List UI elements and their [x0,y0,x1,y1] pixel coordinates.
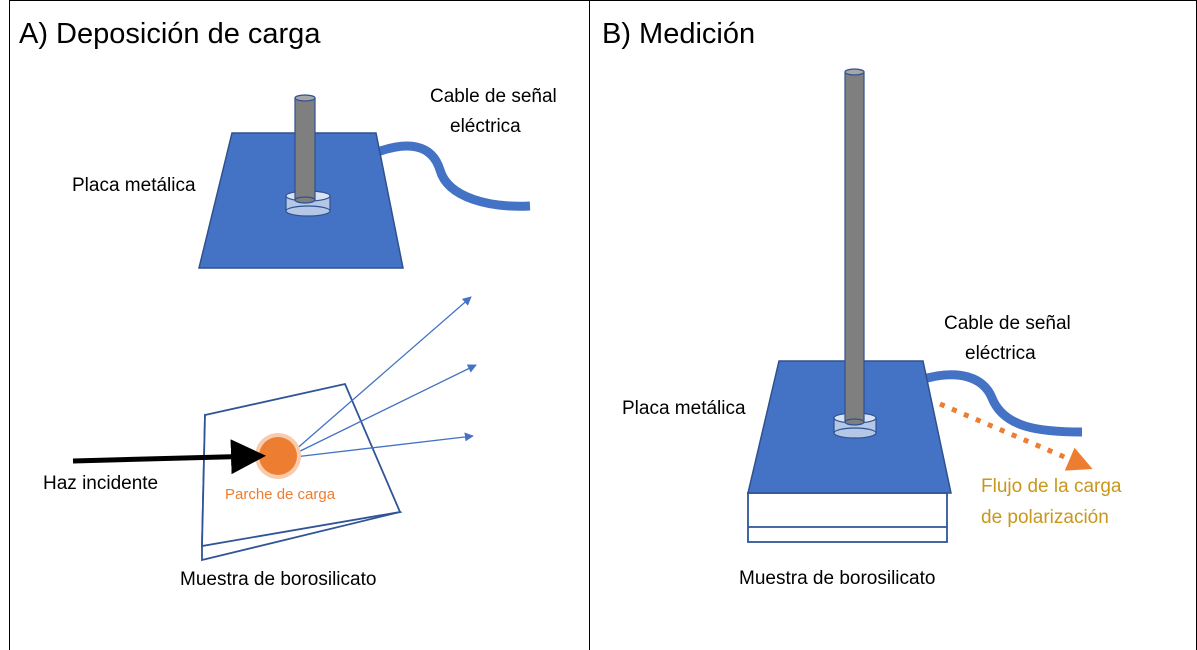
panel-b-title: B) Medición [602,18,755,50]
panel-a-sample-label: Muestra de borosilicato [180,569,376,590]
panel-b-cable-label-line1: Cable de señal [944,313,1071,334]
panel-b-signal-cable [918,370,1083,437]
panel-a-patch-label: Parche de carga [225,486,336,503]
panel-a-cable-label-line1: Cable de señal [430,86,557,107]
panel-a-title: A) Deposición de carga [19,18,321,50]
panel-a-beam-label: Haz incidente [43,473,158,494]
panel-a-scatter-ray [285,364,477,459]
panel-b-polarization-flow-arrow [939,401,1093,471]
panel-b-probe-rod [844,68,865,426]
panel-a: A) Deposición de carga Cable de señal el… [19,18,557,590]
panel-a-charge-patch [255,433,301,479]
panel-b-flow-label-line1: Flujo de la carga [981,476,1122,497]
panel-a-incident-beam-arrow [72,439,266,475]
panel-a-signal-cable [370,141,531,211]
panel-a-plate-label: Placa metálica [72,175,196,196]
panel-b-flow-label-line2: de polarización [981,507,1109,528]
panel-b: B) Medición Cable de señal eléctrica Pla… [602,18,1122,589]
panel-a-scatter-ray [285,296,472,459]
panel-a-borosilicate-sample [201,382,403,562]
panel-a-probe-rod [294,94,316,204]
panel-a-cable-label-line2: eléctrica [450,116,521,137]
panel-b-borosilicate-sample [747,492,948,543]
panel-a-scatter-ray [285,432,474,459]
panel-b-plate-label: Placa metálica [622,398,746,419]
panel-b-cable-label-line2: eléctrica [965,343,1036,364]
panel-b-sample-label: Muestra de borosilicato [739,568,935,589]
